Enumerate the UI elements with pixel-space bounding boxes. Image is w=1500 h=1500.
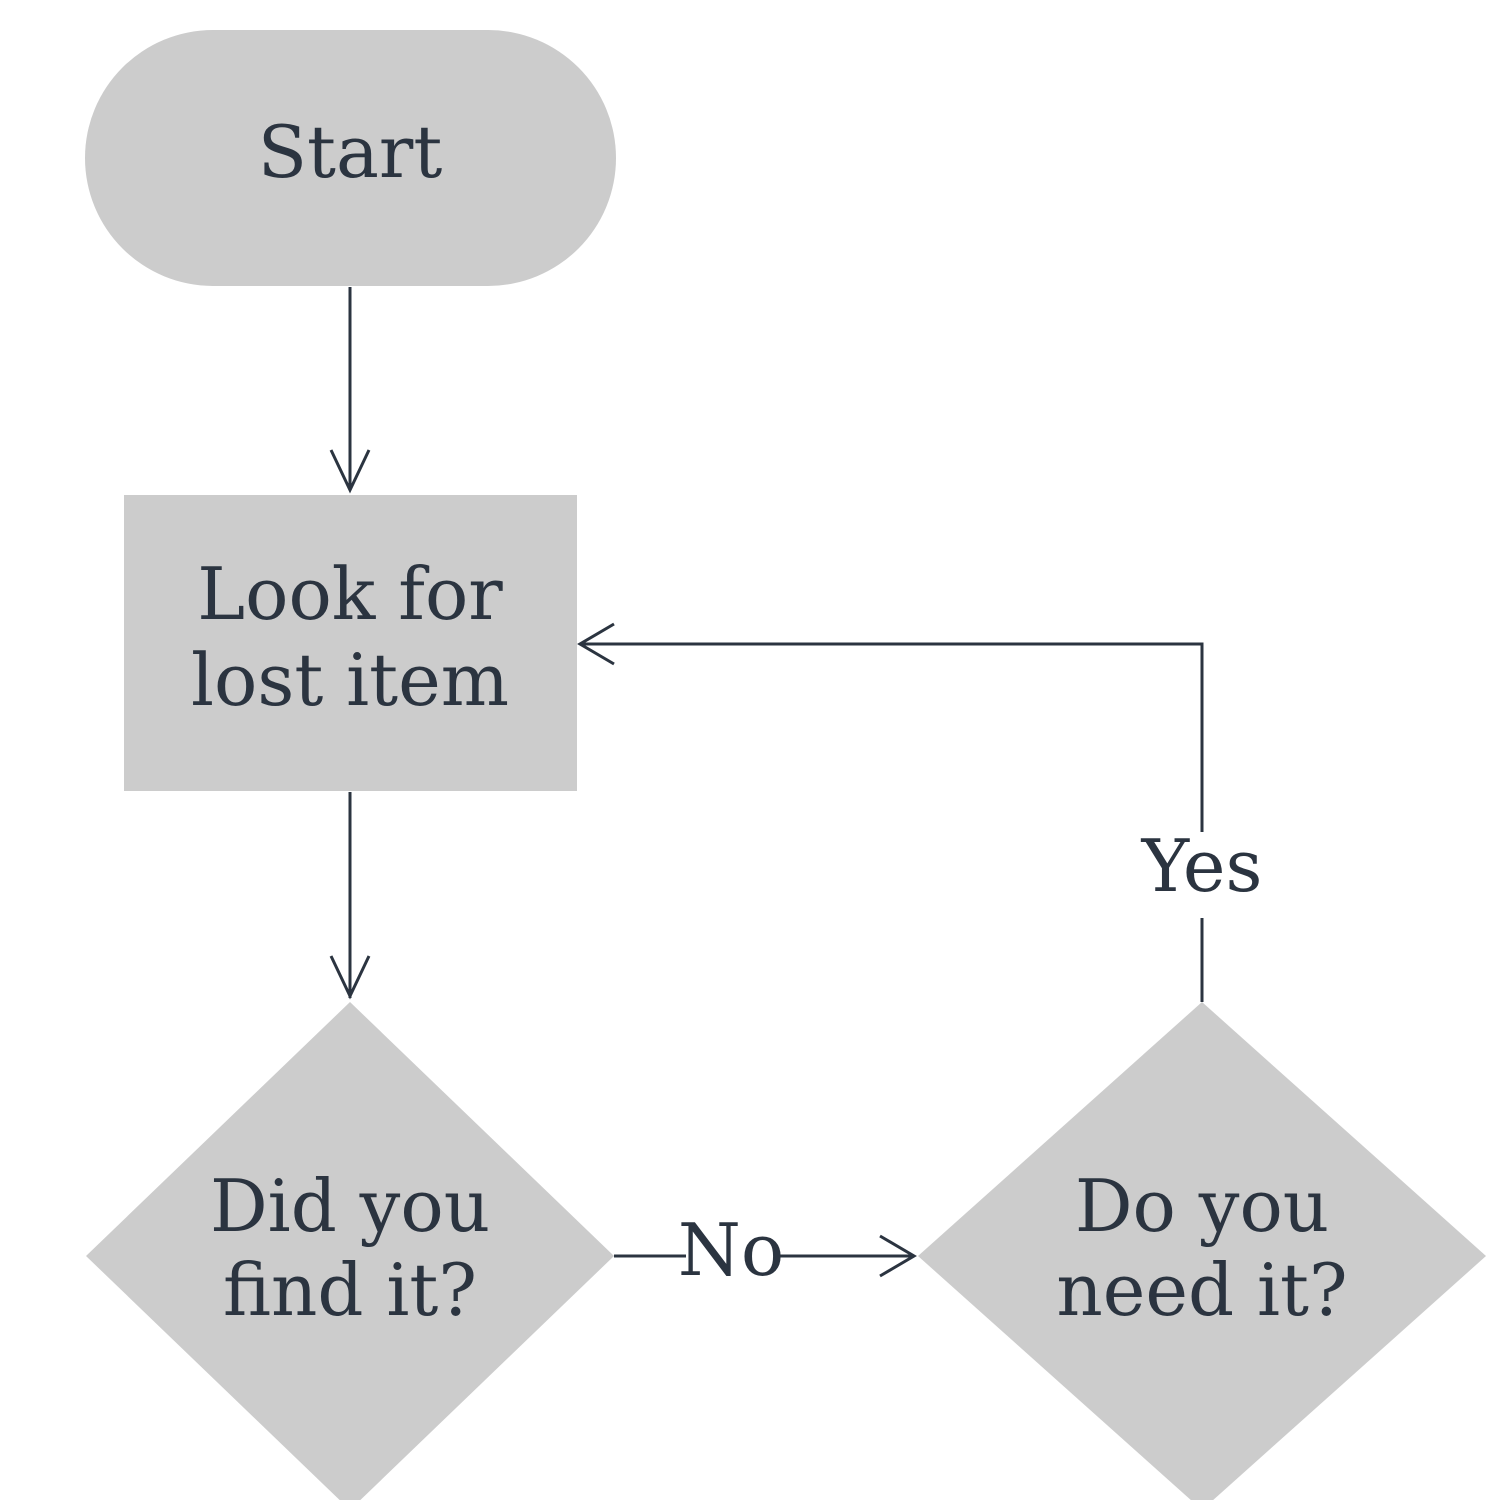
terminator-shape — [85, 30, 616, 286]
node-look-label-line2: lost item — [191, 638, 509, 722]
node-do-you-need-it: Do you need it? — [918, 1002, 1486, 1500]
edge-label-yes: Yes — [1141, 824, 1263, 908]
edge-label-no: No — [678, 1208, 784, 1292]
decision-shape — [918, 1002, 1486, 1500]
edge-find-to-need: No — [614, 1208, 917, 1294]
node-need-label-line2: need it? — [1056, 1248, 1347, 1332]
node-did-you-find-it: Did you find it? — [86, 1002, 614, 1500]
edge-start-to-look — [329, 287, 371, 494]
node-look-for-lost-item: Look for lost item — [124, 495, 577, 791]
node-find-label-line2: find it? — [223, 1248, 477, 1332]
process-shape — [124, 495, 577, 791]
edge-need-to-look: Yes — [577, 622, 1263, 1002]
node-find-label-line1: Did you — [210, 1164, 490, 1248]
node-need-label-line1: Do you — [1075, 1164, 1329, 1248]
node-start: Start — [85, 30, 616, 286]
edge-look-to-find — [329, 792, 371, 1000]
node-start-label: Start — [258, 110, 443, 194]
node-look-label-line1: Look for — [197, 552, 503, 636]
decision-shape — [86, 1002, 614, 1500]
